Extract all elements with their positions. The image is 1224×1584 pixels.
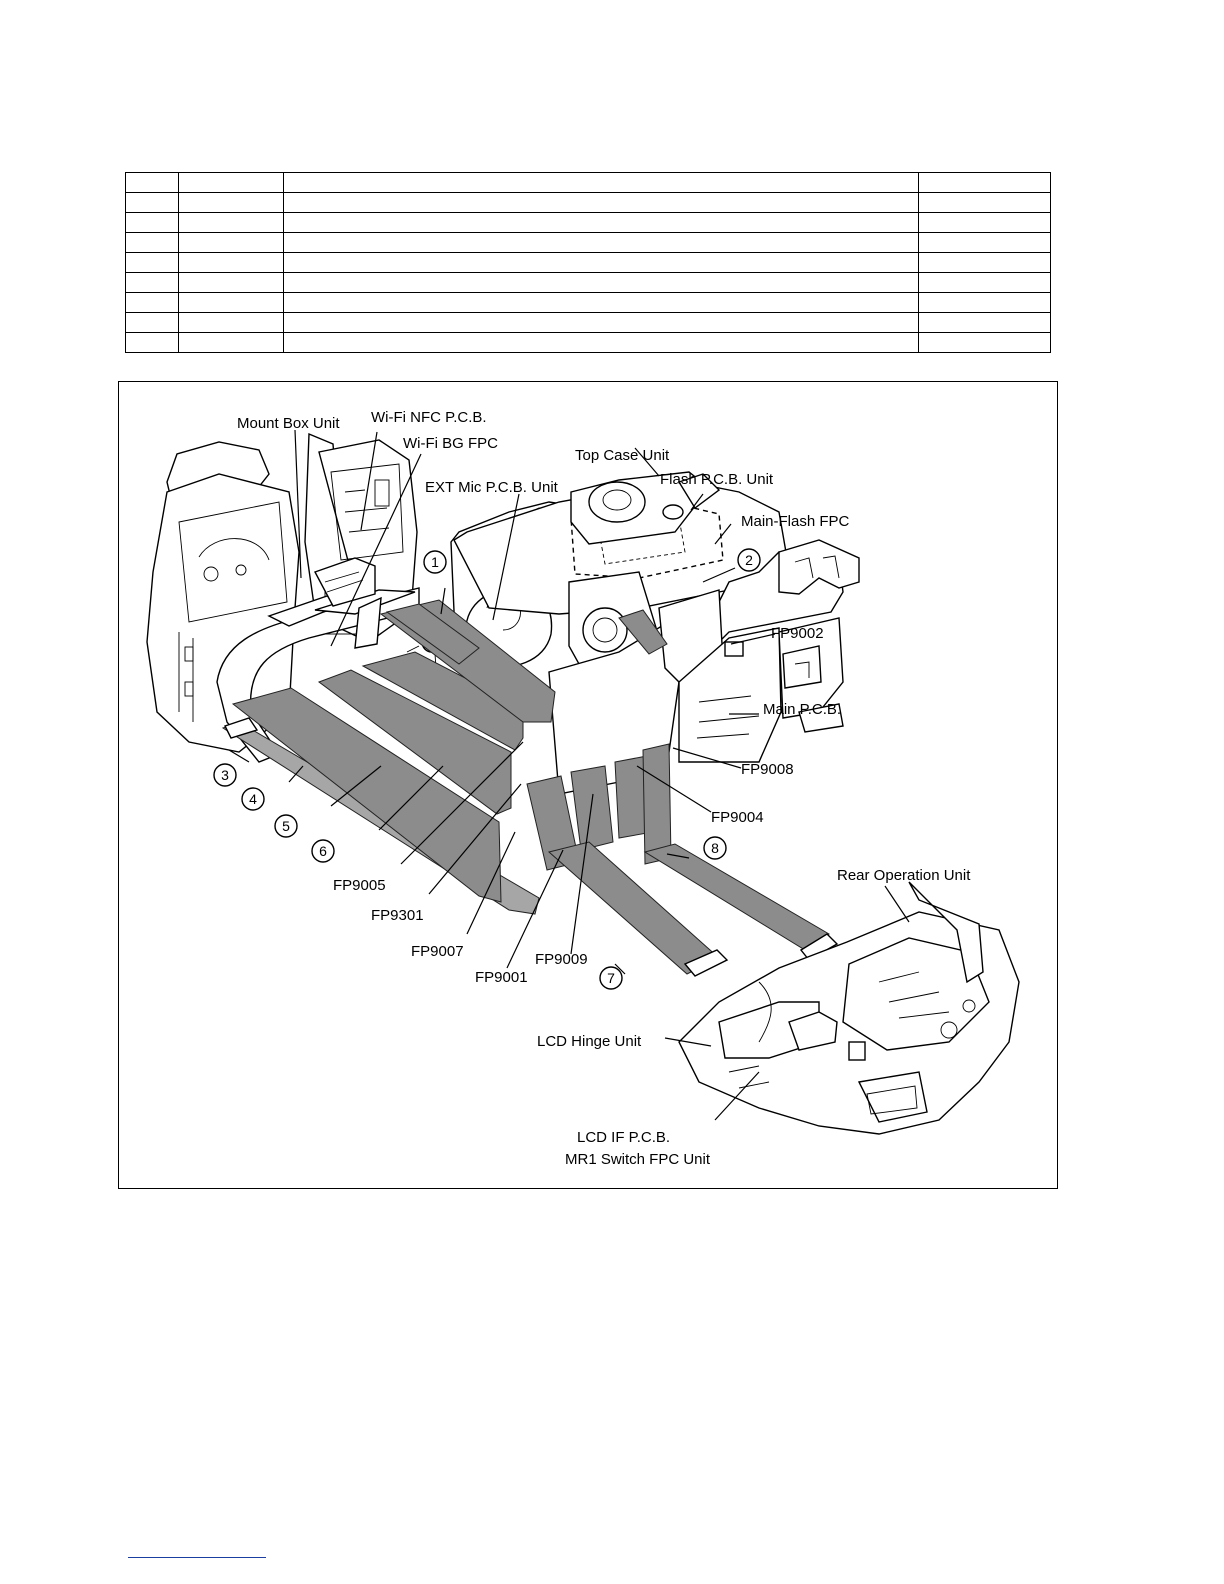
table-row xyxy=(125,192,1051,213)
table-row xyxy=(125,272,1051,293)
callout-6: 6 xyxy=(319,843,327,859)
label-fp9002: FP9002 xyxy=(771,625,824,642)
flex-cables xyxy=(221,599,830,975)
callout-4: 4 xyxy=(249,791,257,807)
footer-link-underline xyxy=(128,1557,266,1558)
parts-table xyxy=(125,172,1051,353)
callout-7: 7 xyxy=(607,970,615,986)
table-row xyxy=(125,212,1051,233)
ribbon-tip xyxy=(799,933,839,961)
labels: Mount Box Unit Wi-Fi NFC P.C.B. Wi-Fi BG… xyxy=(237,409,971,1168)
label-ext-mic-pcb-unit: EXT Mic P.C.B. Unit xyxy=(425,479,559,496)
rear-operation-drawing xyxy=(678,881,1020,1135)
main-pcb-drawing xyxy=(548,539,860,795)
label-lcd-if-pcb: LCD IF P.C.B. xyxy=(577,1129,670,1146)
ribbon-tip xyxy=(683,949,729,977)
callout-6-circle xyxy=(311,839,335,863)
callout-5-circle xyxy=(274,814,298,838)
label-fp9005: FP9005 xyxy=(333,877,386,894)
ribbon-tip xyxy=(224,717,259,739)
callout-3: 3 xyxy=(221,767,229,783)
table-row xyxy=(125,332,1051,353)
label-wifi-bg-fpc: Wi-Fi BG FPC xyxy=(403,435,498,452)
callout-4-circle xyxy=(241,787,265,811)
label-fp9004: FP9004 xyxy=(711,809,764,826)
exploded-diagram: 1 2 3 4 5 6 7 8 Mount Box Unit Wi-Fi NFC… xyxy=(146,409,1020,1168)
label-flash-pcb-unit: Flash P.C.B. Unit xyxy=(660,471,774,488)
callout-8: 8 xyxy=(711,840,719,856)
label-main-pcb: Main P.C.B. xyxy=(763,701,841,718)
callouts: 1 2 3 4 5 6 7 8 xyxy=(213,548,761,990)
callout-1: 1 xyxy=(431,554,439,570)
wifi-area-drawing xyxy=(267,557,416,649)
label-fp9001: FP9001 xyxy=(475,969,528,986)
label-top-case-unit: Top Case Unit xyxy=(575,447,670,464)
exploded-diagram-frame: 1 2 3 4 5 6 7 8 Mount Box Unit Wi-Fi NFC… xyxy=(118,381,1058,1189)
callout-3-circle xyxy=(213,763,237,787)
label-main-flash-fpc: Main-Flash FPC xyxy=(741,513,850,530)
table-row xyxy=(125,292,1051,313)
callout-7-circle xyxy=(599,966,623,990)
callout-1-circle xyxy=(423,550,447,574)
label-fp9008: FP9008 xyxy=(741,761,794,778)
label-mr1-switch-fpc-unit: MR1 Switch FPC Unit xyxy=(565,1151,711,1168)
label-wifi-nfc-pcb: Wi-Fi NFC P.C.B. xyxy=(371,409,487,426)
label-mount-box-unit: Mount Box Unit xyxy=(237,415,340,432)
callout-2: 2 xyxy=(745,552,753,568)
label-rear-operation-unit: Rear Operation Unit xyxy=(837,867,971,884)
leader-lines xyxy=(228,429,910,1121)
table-row xyxy=(125,312,1051,333)
table-row xyxy=(125,252,1051,273)
label-lcd-hinge-unit: LCD Hinge Unit xyxy=(537,1033,642,1050)
front-body-drawing xyxy=(146,432,418,753)
callout-2-circle xyxy=(737,548,761,572)
label-fp9009: FP9009 xyxy=(535,951,588,968)
callout-5: 5 xyxy=(282,818,290,834)
label-fp9007: FP9007 xyxy=(411,943,464,960)
table-row xyxy=(125,172,1051,193)
callout-8-circle xyxy=(703,836,727,860)
table-row xyxy=(125,232,1051,253)
label-fp9301: FP9301 xyxy=(371,907,424,924)
